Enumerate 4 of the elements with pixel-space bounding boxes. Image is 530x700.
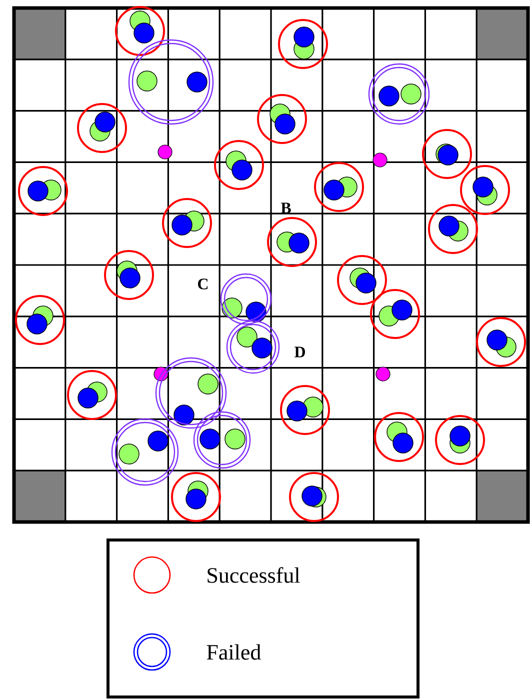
point-label: D (294, 346, 305, 358)
legend-label: Successful (208, 567, 300, 583)
legend-label: Failed (206, 644, 261, 660)
point-label: C (198, 278, 208, 290)
